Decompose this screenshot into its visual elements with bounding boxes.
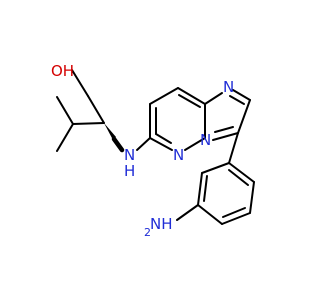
bond-imi-4-inner bbox=[214, 126, 234, 133]
atom-imidazole-n-label: N bbox=[223, 78, 234, 96]
molecule-structure: OH N H N N N NH 2 bbox=[51, 62, 255, 239]
bond-pyr-6 bbox=[149, 137, 173, 151]
bond-ph-4 bbox=[197, 204, 223, 225]
bond-imi-1 bbox=[204, 92, 223, 105]
bond-pyr-2 bbox=[149, 87, 179, 105]
bond-cstar-ch bbox=[72, 122, 105, 125]
bond-imi-2-inner bbox=[229, 95, 245, 105]
atom-hydroxyl-label: OH bbox=[51, 62, 74, 80]
bond-ph-5 bbox=[197, 172, 203, 206]
bond-ch-me2 bbox=[56, 123, 74, 152]
bond-ph-2 bbox=[249, 181, 255, 214]
bond-imi-phenyl bbox=[228, 132, 239, 164]
bond-stereo-wedge bbox=[104, 123, 116, 140]
bond-ph-3 bbox=[221, 212, 251, 225]
bond-ch2-cstar bbox=[87, 95, 105, 124]
bond-ph-5-inner bbox=[203, 175, 208, 202]
bond-imi-2 bbox=[232, 89, 251, 101]
bond-wedge-n bbox=[111, 136, 125, 153]
bond-nh-c bbox=[136, 137, 151, 151]
atom-amine-n-label: N bbox=[124, 146, 135, 164]
bond-imi-3 bbox=[237, 99, 251, 134]
bond-pyr-5 bbox=[184, 137, 206, 151]
bond-ph-1-inner bbox=[228, 169, 249, 186]
atom-aniline-label: NH bbox=[150, 215, 173, 233]
bond-o-ch2 bbox=[71, 69, 89, 97]
bond-ph-1 bbox=[228, 162, 255, 183]
atom-pyridazine-n-label: N bbox=[173, 146, 184, 164]
atom-amine-h-label: H bbox=[124, 162, 135, 180]
bond-ch-me1 bbox=[56, 96, 74, 125]
bond-ph-nh2 bbox=[176, 204, 199, 221]
molecule-drawing: OH N H N N N NH 2 bbox=[51, 62, 255, 239]
bond-pyr-3-inner bbox=[178, 94, 201, 108]
bond-ph-3-inner bbox=[222, 207, 246, 218]
bond-pyr-3 bbox=[177, 87, 206, 105]
bond-pyr-6-inner bbox=[155, 133, 172, 144]
atom-bridge-n-label: N bbox=[200, 131, 211, 149]
bond-imi-4 bbox=[212, 132, 239, 141]
atom-aniline-subscript: 2 bbox=[144, 226, 151, 239]
bond-ph-6 bbox=[201, 162, 230, 174]
